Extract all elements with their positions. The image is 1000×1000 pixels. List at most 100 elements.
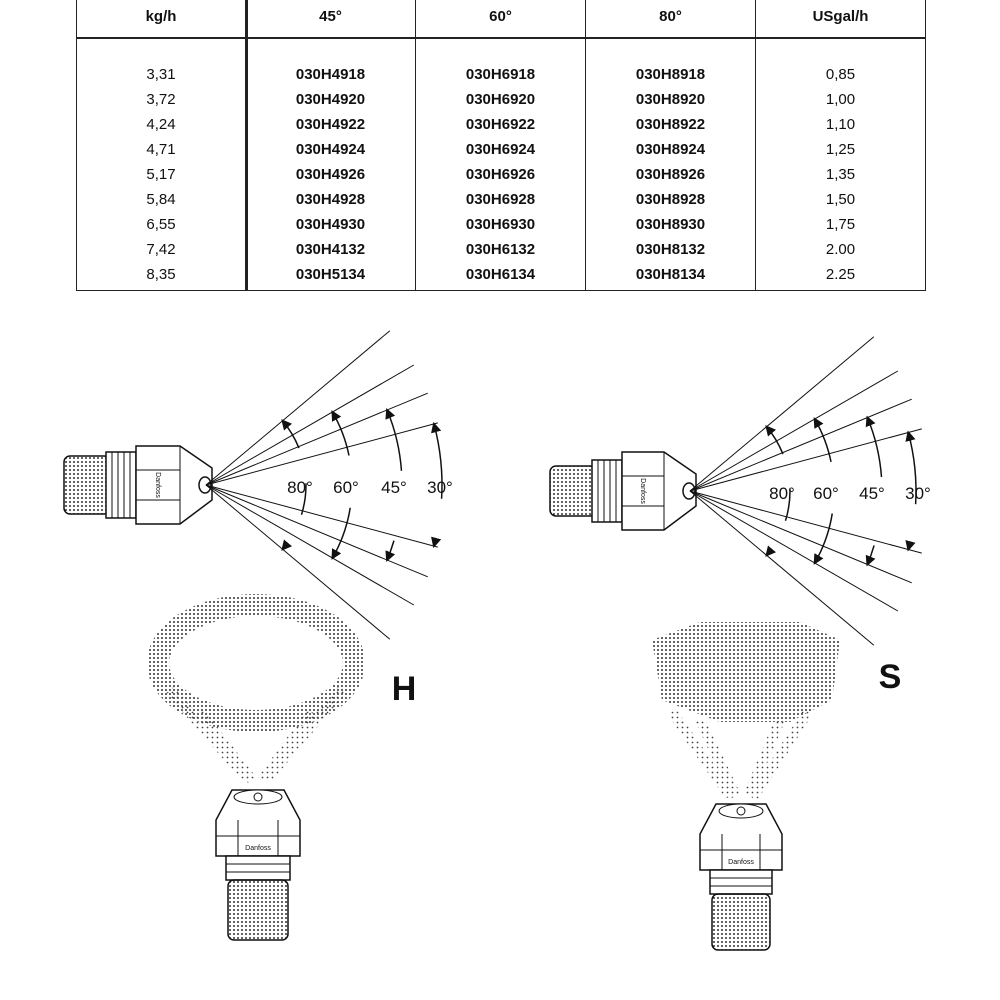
col-kgh: kg/h 3,31 3,72 4,24 4,71 5,17 5,84 6,55 7,42 8,35	[77, 0, 245, 290]
angle-labels: 80° 60° 45° 30°	[769, 484, 931, 503]
column-header: 60°	[489, 8, 512, 25]
table-cell: 030H6922	[465, 116, 536, 133]
column-divider	[415, 0, 416, 290]
table-cell: 1,35	[825, 166, 856, 183]
table-cell: 030H8920	[635, 91, 706, 108]
table-cell: 030H6920	[465, 91, 536, 108]
table-cell: 3,31	[146, 66, 176, 83]
table-cell: 2.25	[825, 266, 856, 283]
table-cell: 030H6928	[465, 191, 536, 208]
table-cell: 030H4920	[295, 91, 366, 108]
nozzle-front-icon: Danfoss	[215, 789, 301, 941]
angle-label-60: 60°	[813, 484, 839, 503]
table-cell: 030H6132	[465, 241, 536, 258]
spray-ray	[205, 484, 428, 578]
spray-ray	[689, 490, 875, 646]
table-cell: 030H5134	[295, 266, 366, 283]
pattern-label-solid: S	[879, 658, 902, 696]
table-cell: 030H8926	[635, 166, 706, 183]
table-cell: 3,72	[146, 91, 176, 108]
angle-label-60: 60°	[333, 478, 359, 497]
table-cell: 5,17	[146, 166, 176, 183]
table-cell: 1,75	[825, 216, 856, 233]
column-divider	[585, 0, 586, 290]
nozzle-diagrams: Danfoss 80° 60° 45° 30° Danfoss 80° 60° …	[63, 330, 931, 951]
col-60: 60° 030H6918 030H6920 030H6922 030H6924 030H6…	[416, 0, 585, 290]
table-cell: 4,24	[146, 116, 176, 133]
spray-ray	[205, 484, 391, 640]
angle-arc	[905, 430, 917, 552]
table-cell: 030H4930	[295, 216, 366, 233]
table-cell: 030H4132	[295, 241, 366, 258]
table-cell: 030H6918	[465, 66, 536, 83]
spray-ray	[205, 484, 415, 606]
table-cell: 7,42	[146, 241, 176, 258]
angle-label-30: 30°	[427, 478, 453, 497]
table-cell: 030H4918	[295, 66, 366, 83]
table-cell: 030H4924	[295, 141, 366, 158]
column-divider	[755, 0, 756, 290]
column-header: 80°	[659, 8, 682, 25]
angle-label-30: 30°	[905, 484, 931, 503]
table-cell: 030H8922	[635, 116, 706, 133]
spray-ray	[689, 428, 922, 492]
table-cell: 030H8918	[635, 66, 706, 83]
spray-ray	[689, 490, 912, 584]
brand-label: Danfoss	[728, 859, 754, 866]
angle-arc	[431, 421, 443, 549]
pattern-label-hollow: H	[392, 670, 417, 708]
table-cell: 1,50	[825, 191, 856, 208]
table-cell: 1,25	[825, 141, 856, 158]
table-cell: 1,00	[825, 91, 856, 108]
table-cell: 030H8924	[635, 141, 706, 158]
table-cell: 030H4928	[295, 191, 366, 208]
nozzle-table: kg/h 3,31 3,72 4,24 4,71 5,17 5,84 6,55 7,42 8,35…	[76, 0, 926, 291]
table-cell: 5,84	[146, 191, 176, 208]
spray-ray	[205, 364, 415, 486]
table-cell: 030H8132	[635, 241, 706, 258]
table-cell: 030H4922	[295, 116, 366, 133]
table-cell: 6,55	[146, 216, 176, 233]
brand-label: Danfoss	[639, 478, 646, 504]
table-cell: 8,35	[146, 266, 176, 283]
spray-ray	[689, 370, 899, 492]
nozzle-front-icon: Danfoss	[699, 803, 783, 951]
table-cell: 030H6134	[465, 266, 536, 283]
header-rule	[77, 37, 925, 39]
angle-label-80: 80°	[287, 478, 313, 497]
table-cell: 1,10	[825, 116, 856, 133]
angle-label-45: 45°	[859, 484, 885, 503]
spray-ray	[205, 422, 438, 486]
nozzle-side-icon: Danfoss	[63, 445, 213, 525]
table-cell: 030H8928	[635, 191, 706, 208]
spray-cone-icon	[147, 594, 365, 784]
brand-label: Danfoss	[245, 845, 271, 852]
spray-ray	[689, 398, 912, 492]
col-45: 45° 030H4918 030H4920 030H4922 030H4924 030H4…	[246, 0, 415, 290]
spray-ray	[205, 330, 391, 486]
spray-angle-rays	[689, 336, 922, 646]
table-cell: 4,71	[146, 141, 176, 158]
nozzle-side-icon: Danfoss	[549, 451, 697, 531]
column-header: USgal/h	[812, 8, 869, 25]
spray-angle-rays	[205, 330, 443, 640]
spray-ray	[689, 490, 899, 612]
spray-ray	[205, 484, 438, 548]
spray-ray	[205, 392, 428, 486]
table-cell: 030H6924	[465, 141, 536, 158]
angle-label-45: 45°	[381, 478, 407, 497]
table-cell: 2.00	[825, 241, 856, 258]
spray-cone-icon	[652, 622, 840, 799]
column-header: 45°	[319, 8, 342, 25]
brand-label: Danfoss	[154, 472, 161, 498]
table-cell: 030H8134	[635, 266, 706, 283]
table-cell: 0,85	[825, 66, 856, 83]
column-divider	[245, 0, 248, 290]
angle-label-80: 80°	[769, 484, 795, 503]
angle-arc	[385, 408, 403, 562]
col-80: 80° 030H8918 030H8920 030H8922 030H8924 030H8…	[586, 0, 755, 290]
col-usgal: USgal/h 0,85 1,00 1,10 1,25 1,35 1,50 1,75 2.00 2…	[756, 0, 925, 290]
table-cell: 030H6926	[465, 166, 536, 183]
spray-ray	[689, 490, 922, 554]
column-header: kg/h	[145, 8, 177, 25]
